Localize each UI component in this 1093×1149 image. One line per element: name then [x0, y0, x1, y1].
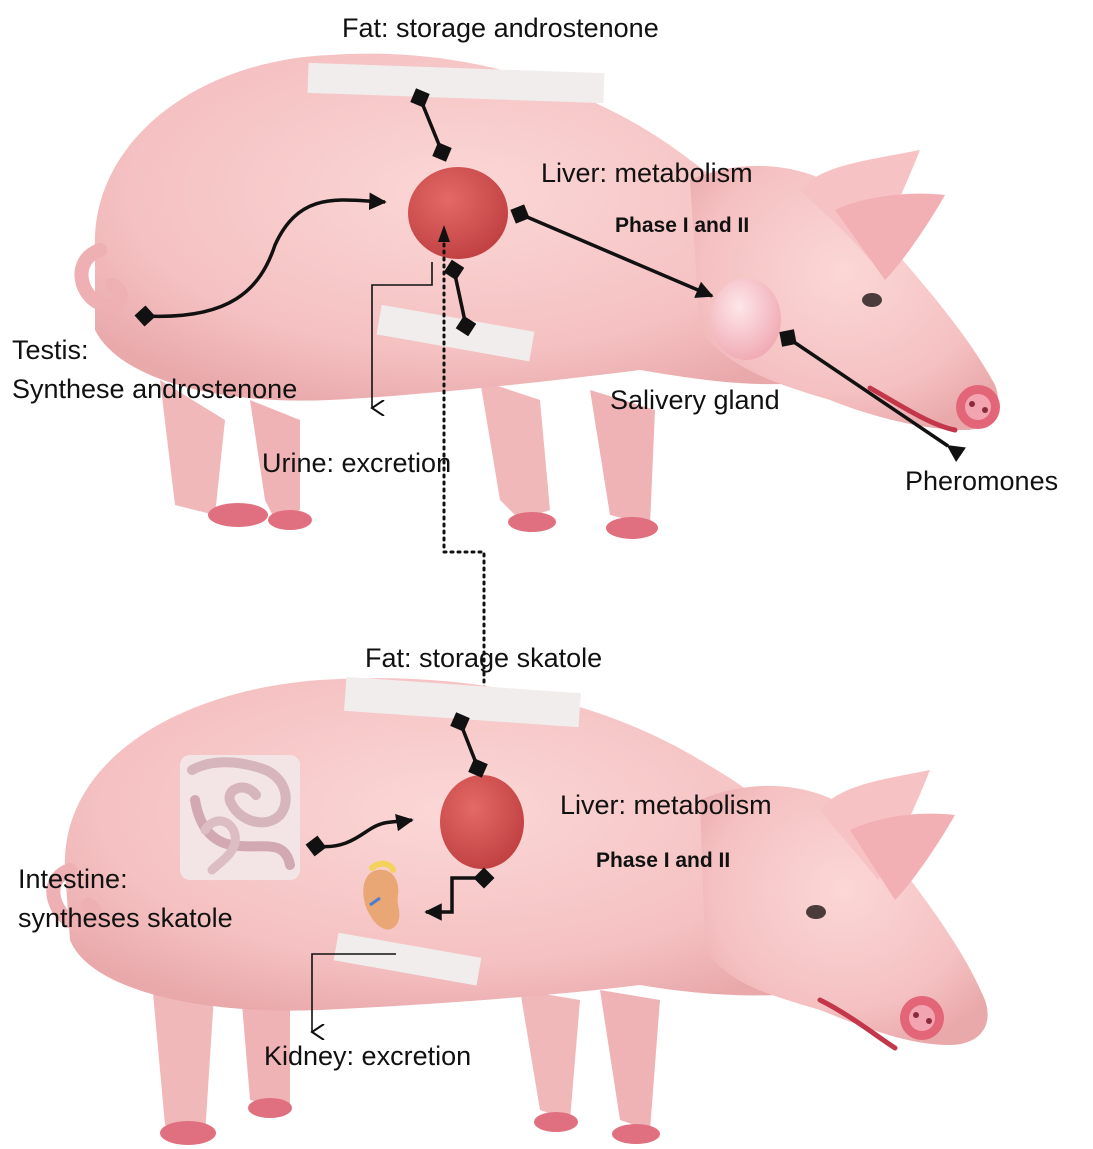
bottom-phase-label: Phase I and II: [596, 848, 730, 874]
urine-label: Urine: excretion: [262, 447, 451, 479]
intestine-title: Intestine:: [18, 863, 128, 895]
bottom-fat-label: Fat: storage skatole: [365, 642, 602, 674]
salivary-gland-icon: [711, 278, 781, 360]
hoof-icon: [160, 1121, 216, 1145]
testis-title: Testis:: [12, 334, 89, 366]
hoof-icon: [612, 1124, 660, 1144]
liver-icon: [440, 775, 524, 869]
hoof-icon: [606, 517, 658, 539]
top-liver-label: Liver: metabolism: [541, 157, 753, 189]
intestine-icon: [180, 755, 300, 880]
top-fat-label: Fat: storage androstenone: [342, 12, 659, 44]
hoof-icon: [208, 503, 268, 527]
hoof-icon: [268, 510, 312, 530]
eye-icon: [862, 293, 882, 307]
hoof-icon: [534, 1112, 578, 1132]
eye-icon: [806, 905, 826, 919]
testis-text: Synthese androstenone: [12, 373, 297, 405]
top-phase-label: Phase I and II: [615, 213, 749, 239]
liver-icon: [408, 167, 508, 259]
top-pig: [81, 54, 1000, 539]
bottom-liver-label: Liver: metabolism: [560, 789, 772, 821]
salivary-label: Salivery gland: [610, 384, 780, 416]
hoof-icon: [248, 1098, 292, 1118]
hoof-icon: [508, 512, 556, 532]
kidney-label: Kidney: excretion: [264, 1040, 471, 1072]
pheromones-label: Pheromones: [905, 465, 1058, 497]
intestine-text: syntheses skatole: [18, 902, 233, 934]
